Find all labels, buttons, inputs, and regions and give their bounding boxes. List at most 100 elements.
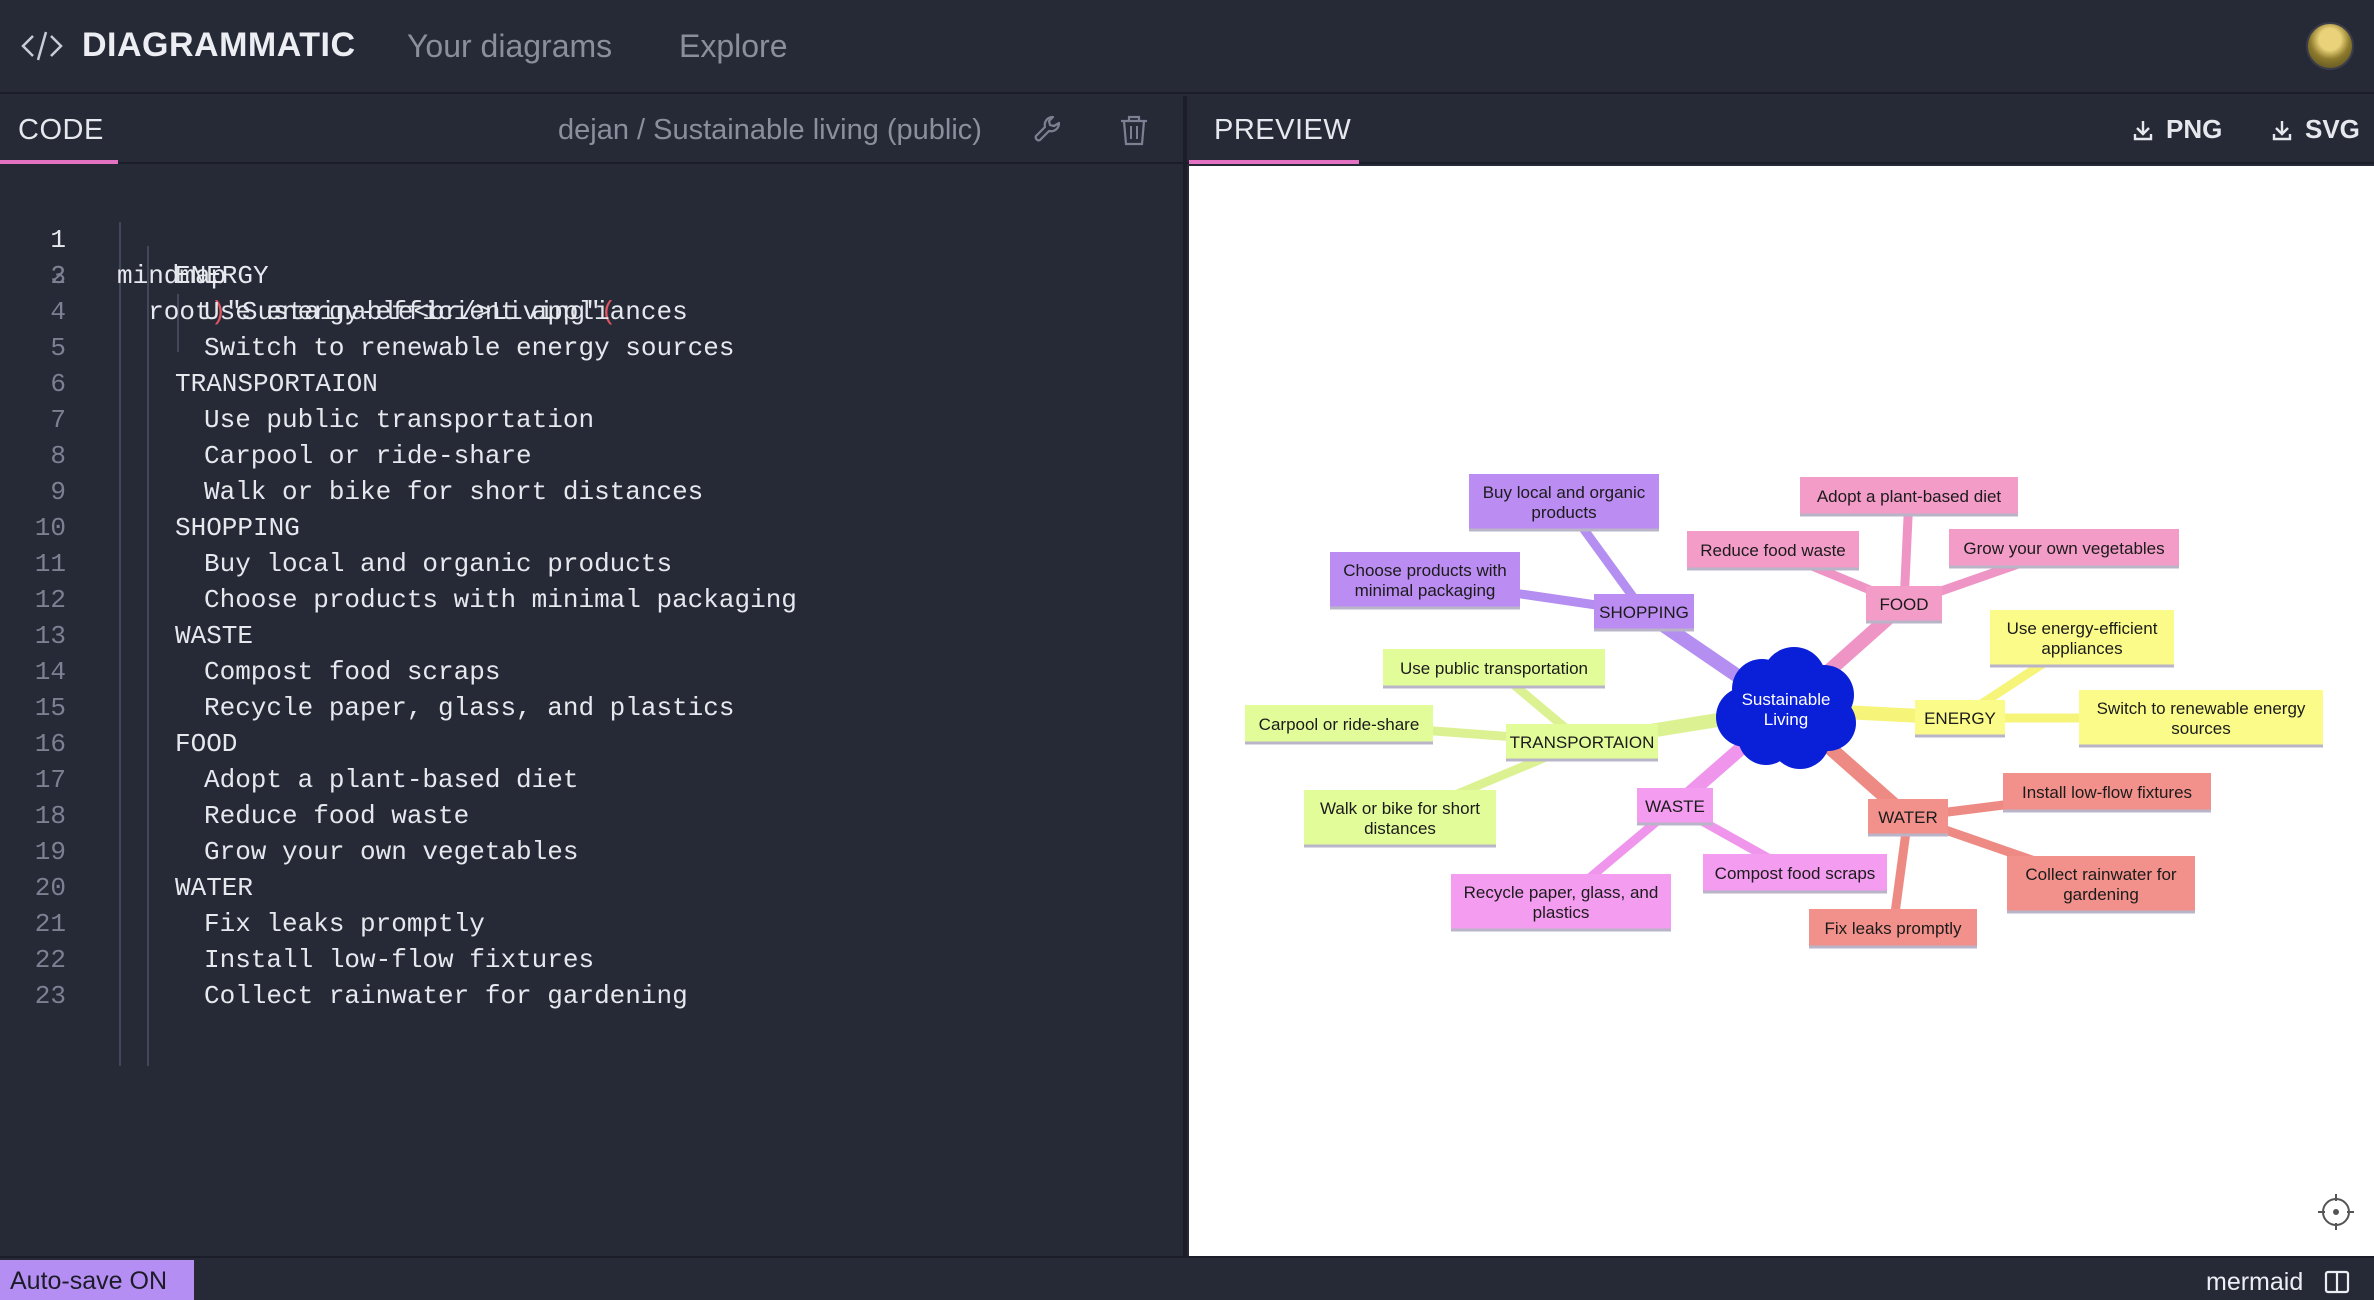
- leaf-node-transport-2-text: Walk or bike for short: [1320, 799, 1480, 818]
- nav-explore[interactable]: Explore: [679, 28, 788, 64]
- leaf-node-water-1-box: [2003, 773, 2211, 811]
- nav-your-diagrams[interactable]: Your diagrams: [407, 28, 613, 64]
- leaf-node-waste-0-text: Compost food scraps: [1715, 864, 1876, 883]
- diagram-mode-label: mermaid: [2206, 1268, 2304, 1296]
- branch-node-shopping-text: SHOPPING: [1599, 603, 1689, 622]
- branch-node-food-box: [1866, 586, 1942, 622]
- active-tab-indicator: [0, 160, 118, 164]
- indent-guide: [177, 294, 179, 352]
- code-editor[interactable]: 1 mindmap 2 root)"Sustainable<br/>Living…: [0, 166, 1183, 1256]
- leaf-node-transport-2-text: distances: [1364, 819, 1436, 838]
- leaf-node-transport-0-box: [1383, 649, 1605, 687]
- leaf-node-transport-0-text: Use public transportation: [1400, 659, 1588, 678]
- active-tab-indicator: [1189, 160, 1359, 164]
- root-node-text: Sustainable: [1742, 690, 1831, 709]
- leaf-node-water-0: Fix leaks promptly: [1809, 909, 1977, 949]
- leaf-node-water-1: Install low-flow fixtures: [2003, 773, 2211, 813]
- export-png-button[interactable]: PNG: [2132, 114, 2222, 145]
- leaf-node-energy-1-box: [2079, 690, 2323, 746]
- leaf-node-transport-1-text: Carpool or ride-share: [1259, 715, 1420, 734]
- leaf-node-waste-1-text: Recycle paper, glass, and: [1464, 883, 1659, 902]
- top-nav: DIAGRAMMATIC Your diagrams Explore: [0, 0, 2374, 94]
- preview-pane-header: PREVIEW PNG SVG: [1187, 96, 2374, 164]
- root-cloud-lobe: [1742, 665, 1830, 753]
- leaf-node-food-2-text: Grow your own vegetables: [1963, 539, 2164, 558]
- export-svg-button[interactable]: SVG: [2271, 114, 2360, 145]
- leaf-node-waste-0-box: [1703, 854, 1887, 892]
- branch-node-waste: WASTE: [1637, 788, 1713, 826]
- leaf-node-food-1-box: [1687, 531, 1859, 569]
- leaf-node-water-2-text: Collect rainwater for: [2025, 865, 2177, 884]
- branch-node-food: FOOD: [1866, 586, 1942, 624]
- branch-node-water-box: [1868, 799, 1948, 835]
- leaf-node-water-2-box: [2007, 856, 2195, 912]
- branch-node-energy: ENERGY: [1915, 700, 2005, 738]
- leaf-node-food-2: Grow your own vegetables: [1949, 529, 2179, 569]
- leaf-node-shopping-1-text: Choose products with: [1343, 561, 1506, 580]
- leaf-node-food-0-text: Adopt a plant-based diet: [1817, 487, 2002, 506]
- pane-divider[interactable]: [1183, 96, 1187, 1256]
- branch-node-energy-box: [1915, 700, 2005, 736]
- brand-name[interactable]: DIAGRAMMATIC: [82, 26, 356, 64]
- leaf-node-transport-1: Carpool or ride-share: [1245, 705, 1433, 745]
- trash-icon[interactable]: [1116, 112, 1152, 148]
- leaf-node-transport-0: Use public transportation: [1383, 649, 1605, 689]
- code-line[interactable]: 2 root)"Sustainable<br/>Living"(: [50, 261, 617, 327]
- avatar[interactable]: [2306, 22, 2354, 70]
- root-node-text: Living: [1764, 710, 1808, 729]
- leaf-node-waste-1-box: [1451, 874, 1671, 930]
- branch-node-water: WATER: [1868, 799, 1948, 837]
- branch-node-energy-text: ENERGY: [1924, 709, 1996, 728]
- leaf-node-water-0-text: Fix leaks promptly: [1825, 919, 1962, 938]
- leaf-node-shopping-1-box: [1330, 552, 1520, 608]
- code-line[interactable]: 1 mindmap: [50, 225, 227, 291]
- branch-node-water-text: WATER: [1878, 808, 1938, 827]
- code-pane-header: CODE dejan / Sustainable living (public): [0, 96, 1183, 164]
- leaf-node-water-1-text: Install low-flow fixtures: [2022, 783, 2192, 802]
- branch-node-shopping-box: [1594, 594, 1694, 630]
- leaf-node-shopping-0-text: products: [1531, 503, 1596, 522]
- wrench-icon[interactable]: [1031, 112, 1067, 148]
- autosave-toggle[interactable]: Auto-save ON: [0, 1260, 194, 1300]
- recenter-icon[interactable]: [2316, 1192, 2356, 1232]
- split-layout-icon[interactable]: [2324, 1270, 2350, 1294]
- branch-node-waste-box: [1637, 788, 1713, 824]
- tab-code[interactable]: CODE: [18, 114, 104, 146]
- leaf-node-energy-0-box: [1990, 610, 2174, 666]
- branch-node-transport-box: [1506, 724, 1658, 760]
- tab-preview[interactable]: PREVIEW: [1214, 114, 1352, 146]
- leaf-node-waste-0: Compost food scraps: [1703, 854, 1887, 894]
- branch-node-shopping: SHOPPING: [1594, 594, 1694, 632]
- branch-node-waste-text: WASTE: [1645, 797, 1705, 816]
- leaf-node-shopping-0-box: [1469, 474, 1659, 530]
